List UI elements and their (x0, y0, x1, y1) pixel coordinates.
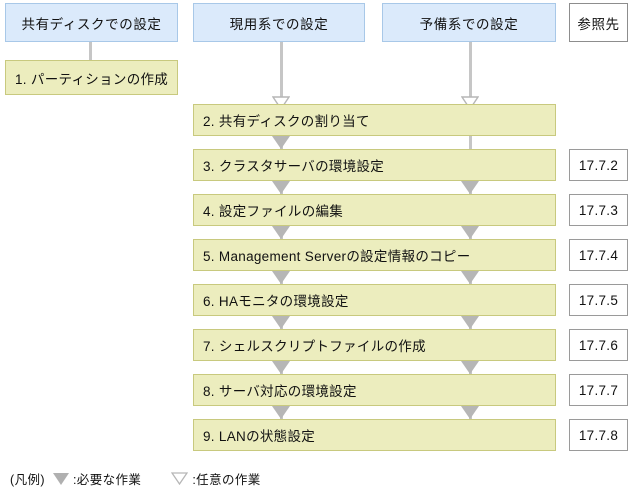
legend-item-optional: :任意の作業 (171, 469, 260, 488)
step-row-label: 6. HAモニタの環境設定 (203, 294, 349, 309)
solid-down-triangle-icon-active (272, 271, 290, 284)
step-row: 4. 設定ファイルの編集 (193, 194, 556, 226)
step-box-partition-creation-label: 1. パーティションの作成 (15, 71, 169, 87)
column-header-reference-label: 参照先 (577, 16, 620, 32)
reference-box: 17.7.6 (569, 329, 628, 361)
step-row-label: 3. クラスタサーバの環境設定 (203, 159, 385, 174)
solid-down-triangle-icon-active (272, 226, 290, 239)
step-row: 2. 共有ディスクの割り当て (193, 104, 556, 136)
reference-box-label: 17.7.8 (578, 427, 619, 443)
solid-down-triangle-icon-active (272, 406, 290, 419)
step-row-label: 8. サーバ対応の環境設定 (203, 384, 357, 399)
hollow-down-triangle-icon-standby-to-step2 (460, 96, 480, 111)
connector-line-standby (469, 136, 472, 149)
solid-down-triangle-icon-standby (461, 361, 479, 374)
solid-down-triangle-icon-standby (461, 226, 479, 239)
reference-box-label: 17.7.7 (578, 382, 619, 398)
step-row-label: 7. シェルスクリプトファイルの作成 (203, 339, 426, 354)
step-row: 8. サーバ対応の環境設定 (193, 374, 556, 406)
step-row: 3. クラスタサーバの環境設定 (193, 149, 556, 181)
solid-down-triangle-icon-active (272, 136, 290, 149)
solid-down-triangle-icon-active (272, 181, 290, 194)
solid-down-triangle-icon-standby (461, 406, 479, 419)
step-row-label: 2. 共有ディスクの割り当て (203, 114, 370, 129)
connector-line-standby-to-step2 (469, 42, 472, 100)
solid-down-triangle-icon-standby (461, 271, 479, 284)
step-row: 7. シェルスクリプトファイルの作成 (193, 329, 556, 361)
solid-down-triangle-icon-active (272, 316, 290, 329)
reference-box: 17.7.2 (569, 149, 628, 181)
solid-down-triangle-icon-standby (461, 181, 479, 194)
reference-box-label: 17.7.3 (578, 202, 619, 218)
step-row: 5. Management Serverの設定情報のコピー (193, 239, 556, 271)
legend-item-optional-label: :任意の作業 (192, 473, 261, 487)
hollow-down-triangle-icon (171, 472, 189, 486)
step-row: 6. HAモニタの環境設定 (193, 284, 556, 316)
column-header-shared-disk-label: 共有ディスクでの設定 (21, 16, 162, 32)
reference-box-label: 17.7.2 (578, 157, 619, 173)
legend-title: (凡例) (10, 473, 45, 487)
solid-down-triangle-icon-standby (461, 316, 479, 329)
legend: (凡例) :必要な作業 :任意の作業 (10, 469, 261, 488)
reference-box: 17.7.3 (569, 194, 628, 226)
solid-down-triangle-icon (52, 472, 69, 485)
reference-box: 17.7.7 (569, 374, 628, 406)
step-box-partition-creation: 1. パーティションの作成 (5, 60, 178, 95)
solid-down-triangle-icon-active (272, 361, 290, 374)
column-header-reference: 参照先 (569, 3, 628, 42)
connector-line-shared-disk (89, 42, 92, 74)
reference-box-label: 17.7.4 (578, 247, 619, 263)
column-header-standby-system-label: 予備系での設定 (419, 16, 519, 32)
reference-box: 17.7.4 (569, 239, 628, 271)
column-header-shared-disk: 共有ディスクでの設定 (5, 3, 178, 42)
legend-item-required-label: :必要な作業 (72, 473, 142, 487)
step-row: 9. LANの状態設定 (193, 419, 556, 451)
step-row-label: 9. LANの状態設定 (203, 429, 316, 444)
step-row-label: 5. Management Serverの設定情報のコピー (203, 249, 471, 264)
hollow-down-triangle-icon-active-to-step2 (271, 96, 291, 111)
reference-box: 17.7.8 (569, 419, 628, 451)
connector-line-active-to-step2 (280, 42, 283, 100)
column-header-standby-system: 予備系での設定 (382, 3, 556, 42)
reference-box-label: 17.7.6 (578, 337, 619, 353)
reference-box-label: 17.7.5 (578, 292, 619, 308)
reference-box: 17.7.5 (569, 284, 628, 316)
column-header-active-system: 現用系での設定 (193, 3, 365, 42)
legend-item-required: :必要な作業 (52, 469, 142, 488)
column-header-active-system-label: 現用系での設定 (229, 16, 329, 32)
step-row-label: 4. 設定ファイルの編集 (203, 204, 344, 219)
